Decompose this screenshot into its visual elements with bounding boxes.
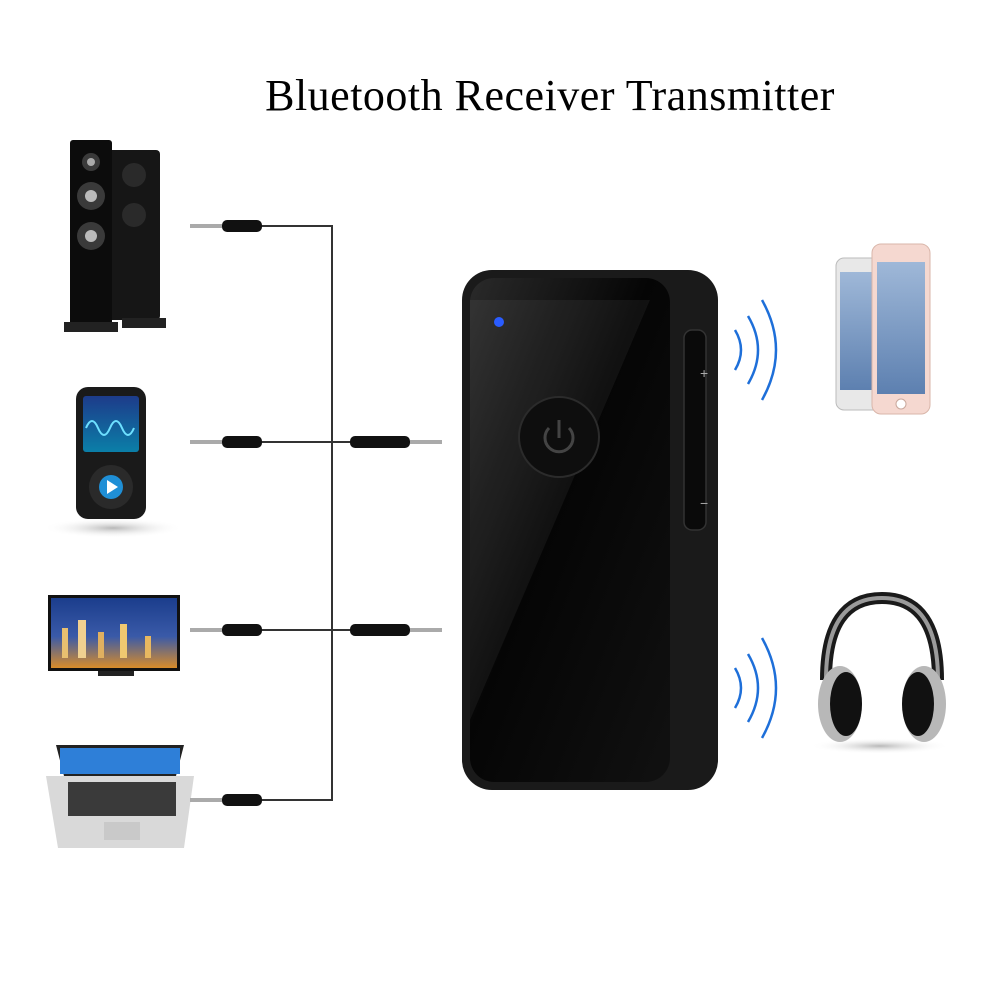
volume-down-label: −: [700, 495, 708, 511]
device-cables: [350, 436, 442, 636]
page-title: Bluetooth Receiver Transmitter: [265, 71, 835, 120]
television-image: [48, 595, 180, 676]
laptop-image: [46, 745, 194, 848]
power-icon: [543, 420, 575, 454]
speakers-image: [64, 140, 166, 332]
bluetooth-device: + −: [462, 270, 718, 790]
volume-rocker[interactable]: [683, 329, 707, 531]
headphones-image: [810, 591, 950, 754]
smartphones-image: [835, 243, 931, 415]
signal-waves-upper: [733, 299, 778, 401]
source-cables: [190, 220, 350, 806]
status-led: [494, 317, 504, 327]
mp3-player-image: [43, 387, 183, 538]
signal-waves-lower: [733, 637, 778, 739]
volume-up-label: +: [700, 365, 708, 381]
